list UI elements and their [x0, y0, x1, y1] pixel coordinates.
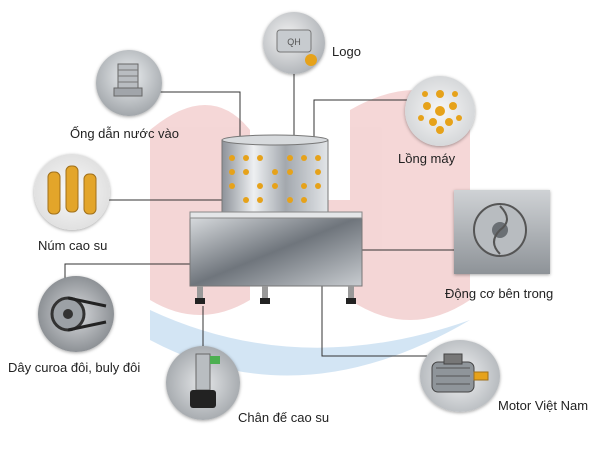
label-cage: Lồng máy: [398, 151, 456, 166]
label-rubber-feet: Chân đế cao su: [238, 410, 330, 425]
pipe-fitting-icon: [96, 50, 162, 116]
electric-motor-icon: [420, 340, 500, 412]
machine-drum: [221, 139, 329, 219]
svg-text:QH: QH: [287, 37, 301, 47]
label-water-inlet: Ống dẫn nước vào: [70, 126, 180, 141]
machine-body: [189, 215, 363, 287]
leader-water-inlet: [125, 91, 241, 140]
machine-leg: [348, 286, 354, 300]
label-belt-pulley: Dây curoa đôi, buly đôi: [8, 360, 141, 375]
leader-motor: [321, 280, 432, 357]
rubber-finger-icon: [34, 154, 110, 230]
logo-plate-icon: QH: [263, 12, 325, 74]
label-motor-vn: Motor Việt Nam: [498, 398, 589, 413]
plucker-drum-icon: [405, 76, 475, 146]
leader-belt: [64, 263, 205, 278]
machine-leg: [197, 286, 203, 300]
belt-pulley-icon: [38, 276, 114, 352]
machine-leg: [262, 286, 268, 300]
label-rubber-fingers: Núm cao su: [38, 238, 108, 253]
leader-cage: [313, 99, 418, 140]
pulley-wheel-icon: [454, 190, 550, 274]
label-logo: Logo: [332, 44, 361, 59]
label-internal-motor: Động cơ bên trong: [445, 286, 554, 301]
rubber-foot-icon: [166, 346, 240, 420]
